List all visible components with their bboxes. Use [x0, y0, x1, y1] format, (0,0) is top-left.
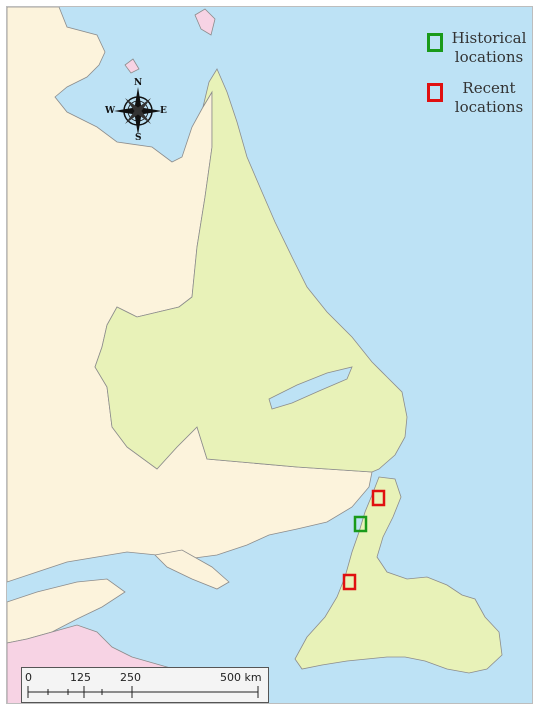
scale-tick-125: 125	[70, 671, 91, 684]
scale-tick-0: 0	[25, 671, 32, 684]
marker-recent	[342, 573, 357, 591]
location-markers	[342, 489, 386, 591]
scale-bar-line	[27, 686, 259, 698]
lake-melville	[268, 366, 353, 410]
scale-tick-500: 500 km	[220, 671, 262, 684]
compass-north-label: N	[134, 78, 143, 88]
islet	[124, 58, 140, 74]
compass-east-label: E	[160, 106, 167, 116]
legend-swatch-recent	[427, 83, 443, 102]
scale-tick-250: 250	[120, 671, 141, 684]
compass-rose	[114, 87, 162, 135]
marker-recent	[371, 489, 386, 507]
labrador-region	[94, 68, 408, 473]
compass-south-label: S	[135, 133, 142, 143]
compass-west-label: W	[105, 106, 116, 116]
anticosti-island	[154, 549, 230, 590]
islet	[194, 8, 216, 36]
scale-bar: 0 125 250 500 km	[21, 667, 269, 703]
legend-swatch-historical	[427, 33, 443, 52]
newfoundland-island	[294, 476, 503, 674]
marker-historical	[353, 515, 368, 533]
